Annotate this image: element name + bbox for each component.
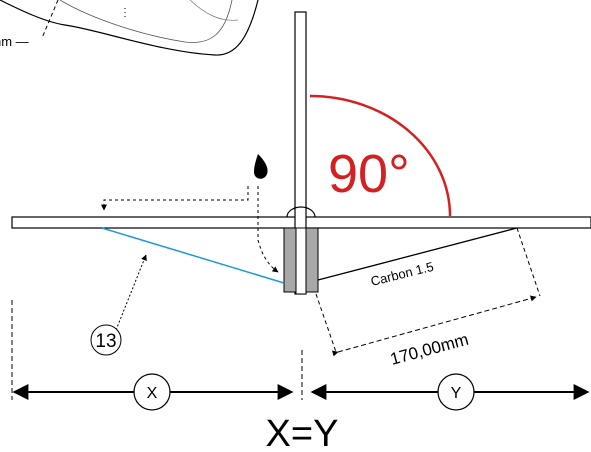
- wing-tip-inset: nm —: [0, 0, 259, 56]
- measure-left-circle: [133, 373, 171, 411]
- inset-dimension-label: nm —: [0, 34, 29, 49]
- inset-inner-curve-2: [189, 0, 239, 21]
- blue-brace-wire: [101, 227, 285, 284]
- callout-number: 13: [95, 331, 116, 352]
- measure-left-label: X: [147, 385, 158, 402]
- glue-drop-icon: [254, 154, 268, 179]
- callout-circle: [90, 324, 122, 356]
- measure-right-label: Y: [451, 385, 462, 402]
- measure-right-circle: [437, 373, 475, 411]
- junction-dome: [286, 206, 316, 218]
- inset-outline: [0, 0, 259, 56]
- right-angle-label: 90°: [328, 144, 410, 204]
- length-extension-left: [315, 293, 337, 353]
- length-label: 170,00mm: [388, 330, 471, 369]
- glue-arrow-right: [257, 186, 279, 273]
- equation-label: X=Y: [266, 413, 339, 452]
- length-dimension-line: [331, 295, 537, 357]
- right-angle-arc: [309, 94, 452, 217]
- length-extension-right: [516, 227, 541, 297]
- carbon-strut: [317, 227, 518, 281]
- callout-leader: [115, 254, 147, 331]
- inset-inner-curve: [59, 0, 233, 43]
- glue-block-right: [305, 227, 319, 293]
- glue-arrow-left: [101, 186, 249, 211]
- fin-lower: [295, 227, 307, 295]
- carbon-strut-label: Carbon 1.5: [369, 259, 435, 289]
- glue-block-left: [283, 227, 297, 293]
